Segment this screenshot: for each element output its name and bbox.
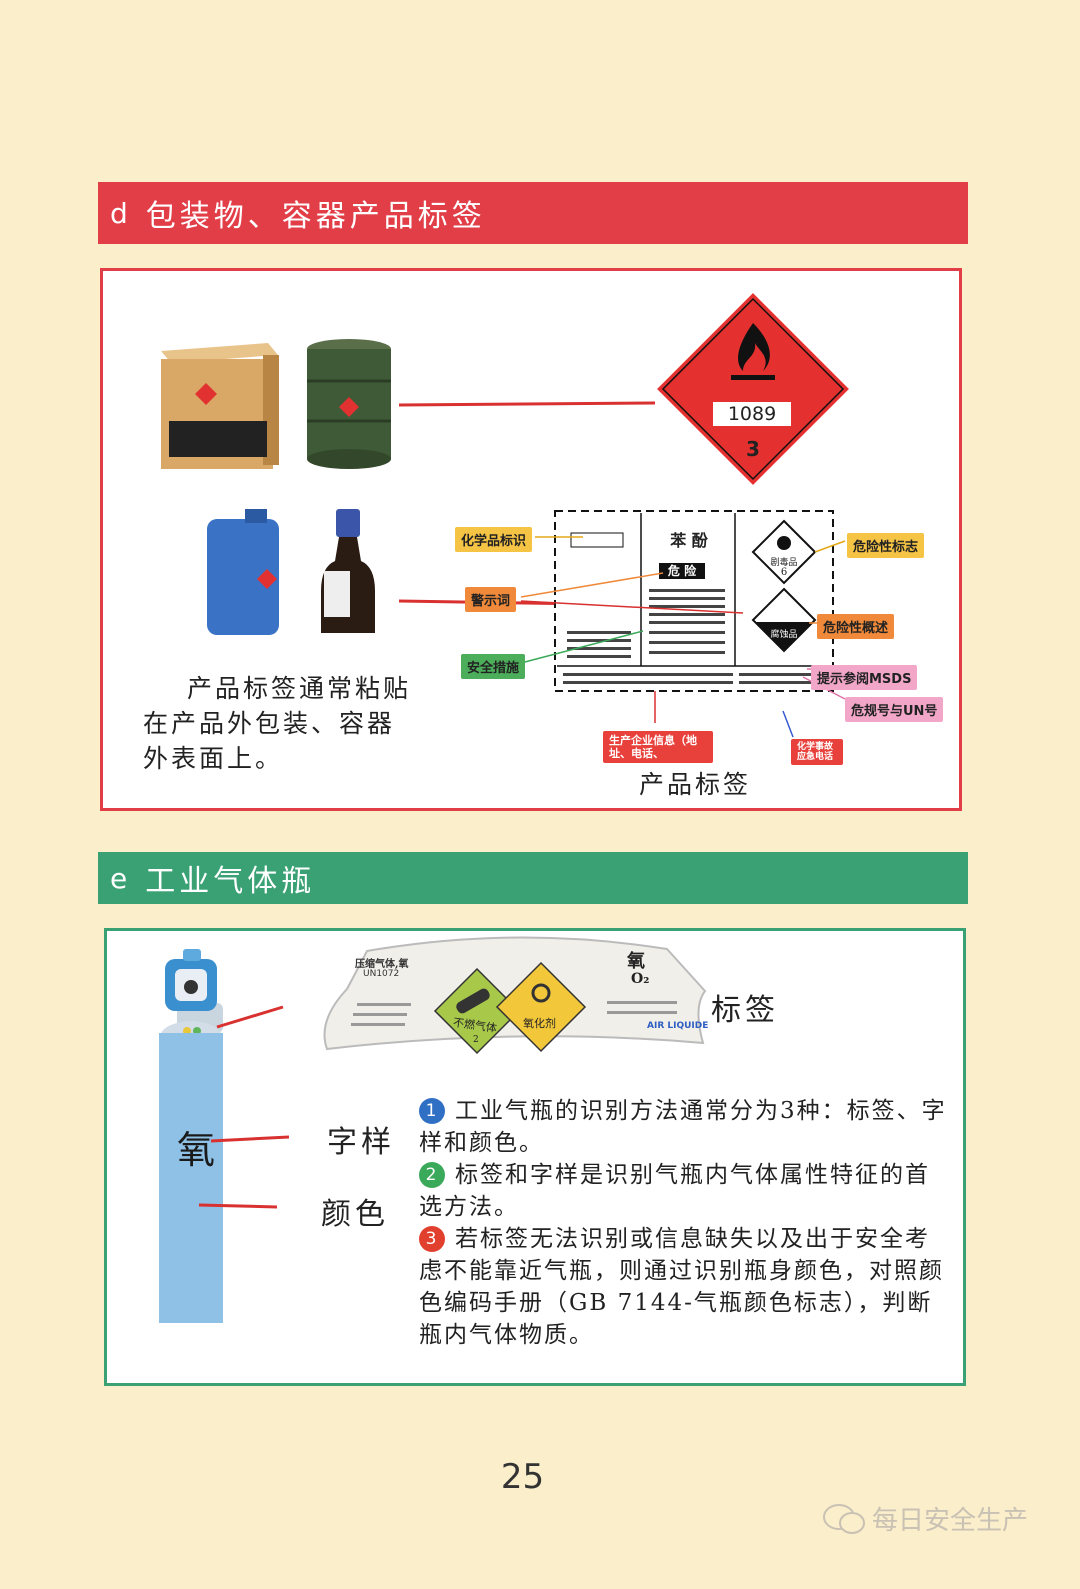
callout-producer: 生产企业信息（地址、电话、 — [603, 731, 713, 763]
section-d-letter: d — [110, 196, 128, 230]
callout-hazard-overview: 危险性概述 — [817, 614, 895, 639]
bottle-icon — [321, 509, 375, 633]
strip-brand: AIR LIQUIDE — [647, 1021, 709, 1031]
color-word: 颜色 — [321, 1197, 389, 1232]
strip-diamond1-num: 2 — [473, 1035, 479, 1045]
section-e-panel: 压缩气体,氧 UN1072 不燃气体 2 氧化剂 氧 O₂ AIR LIQUID… — [104, 928, 966, 1386]
jerrycan-icon — [207, 509, 279, 635]
caption-line-3: 外表面上。 — [143, 744, 284, 773]
section-e-title: 工业气体瓶 — [145, 864, 316, 899]
callout-msds: 提示参阅MSDS — [811, 665, 918, 690]
page-number: 25 — [500, 1457, 545, 1497]
number-badge-3: 3 — [419, 1226, 445, 1252]
label-corrosive-text: 腐蚀品 — [770, 630, 798, 640]
callout-chem-id: 化学品标识 — [455, 527, 533, 552]
callout-signal-word: 警示词 — [465, 587, 517, 612]
caption-line-1: 产品标签通常粘贴 — [187, 674, 412, 703]
callout-emergency: 化学事故应急电话 — [791, 739, 843, 765]
section-e-header: e 工业气体瓶 — [98, 852, 968, 904]
strip-left-code: UN1072 — [363, 969, 400, 979]
gas-cylinder-icon — [159, 949, 223, 1323]
callout-hazard-symbol: 危险性标志 — [847, 533, 925, 558]
watermark-text: 每日安全生产 — [872, 1506, 1029, 1536]
label-signal-word: 危 险 — [667, 564, 697, 578]
connector-line — [398, 401, 656, 407]
strip-diamond2-text: 氧化剂 — [523, 1017, 556, 1030]
callout-safety: 安全措施 — [461, 654, 526, 679]
section-d-title: 包装物、容器产品标签 — [145, 199, 486, 234]
item-2-text: 标签和字样是识别气瓶内气体属性特征的首选方法。 — [419, 1162, 930, 1220]
section-e-letter: e — [110, 861, 128, 895]
cylinder-label-strip — [323, 936, 707, 1055]
cylinder-marking: 氧 — [177, 1128, 216, 1172]
pointer-marking — [210, 1135, 290, 1143]
strip-left-top: 压缩气体,氧 — [355, 959, 409, 970]
strip-right-formula: O₂ — [631, 971, 650, 987]
label-word: 标签 — [711, 993, 779, 1028]
drum-icon — [307, 339, 391, 469]
section-d-caption: 产品标签通常粘贴 在产品外包装、容器 外表面上。 — [143, 671, 443, 776]
item-1-text: 工业气瓶的识别方法通常分为3种：标签、字样和颜色。 — [419, 1098, 947, 1156]
product-label-sample — [554, 510, 834, 692]
item-3-text: 若标签无法识别或信息缺失以及出于安全考虑不能靠近气瓶，则通过识别瓶身颜色，对照颜… — [419, 1226, 944, 1348]
packaging-illustration — [161, 288, 854, 738]
marking-word: 字样 — [327, 1125, 395, 1160]
section-d-header: d 包装物、容器产品标签 — [98, 182, 968, 244]
diamond-un-number: 1089 — [727, 403, 777, 425]
watermark: 每日安全生产 — [822, 1500, 1028, 1537]
callout-lines — [520, 536, 846, 738]
pointer-color — [198, 1203, 278, 1209]
cardboard-box-icon — [161, 343, 279, 469]
diamond-class-number: 3 — [746, 437, 760, 461]
gas-cylinder-illustration — [159, 936, 707, 1323]
pointer-label — [216, 1005, 284, 1029]
chat-bubble-icon — [823, 1503, 865, 1534]
strip-right-big: 氧 — [627, 951, 645, 972]
number-badge-2: 2 — [419, 1162, 445, 1188]
number-badge-1: 1 — [419, 1098, 445, 1124]
section-d-panel: 1089 3 苯 酚 危 险 剧毒品 6 腐蚀品 化学品标识 警示词 安全措施 … — [100, 268, 962, 811]
label-toxic-text: 剧毒品 — [770, 558, 798, 568]
callout-un-number: 危规号与UN号 — [845, 697, 944, 722]
label-product-name: 苯 酚 — [670, 531, 708, 550]
flammable-diamond-icon — [652, 288, 854, 490]
label-toxic-num: 6 — [780, 567, 788, 578]
caption-line-2: 在产品外包装、容器 — [143, 709, 396, 738]
label-caption: 产品标签 — [639, 770, 752, 799]
